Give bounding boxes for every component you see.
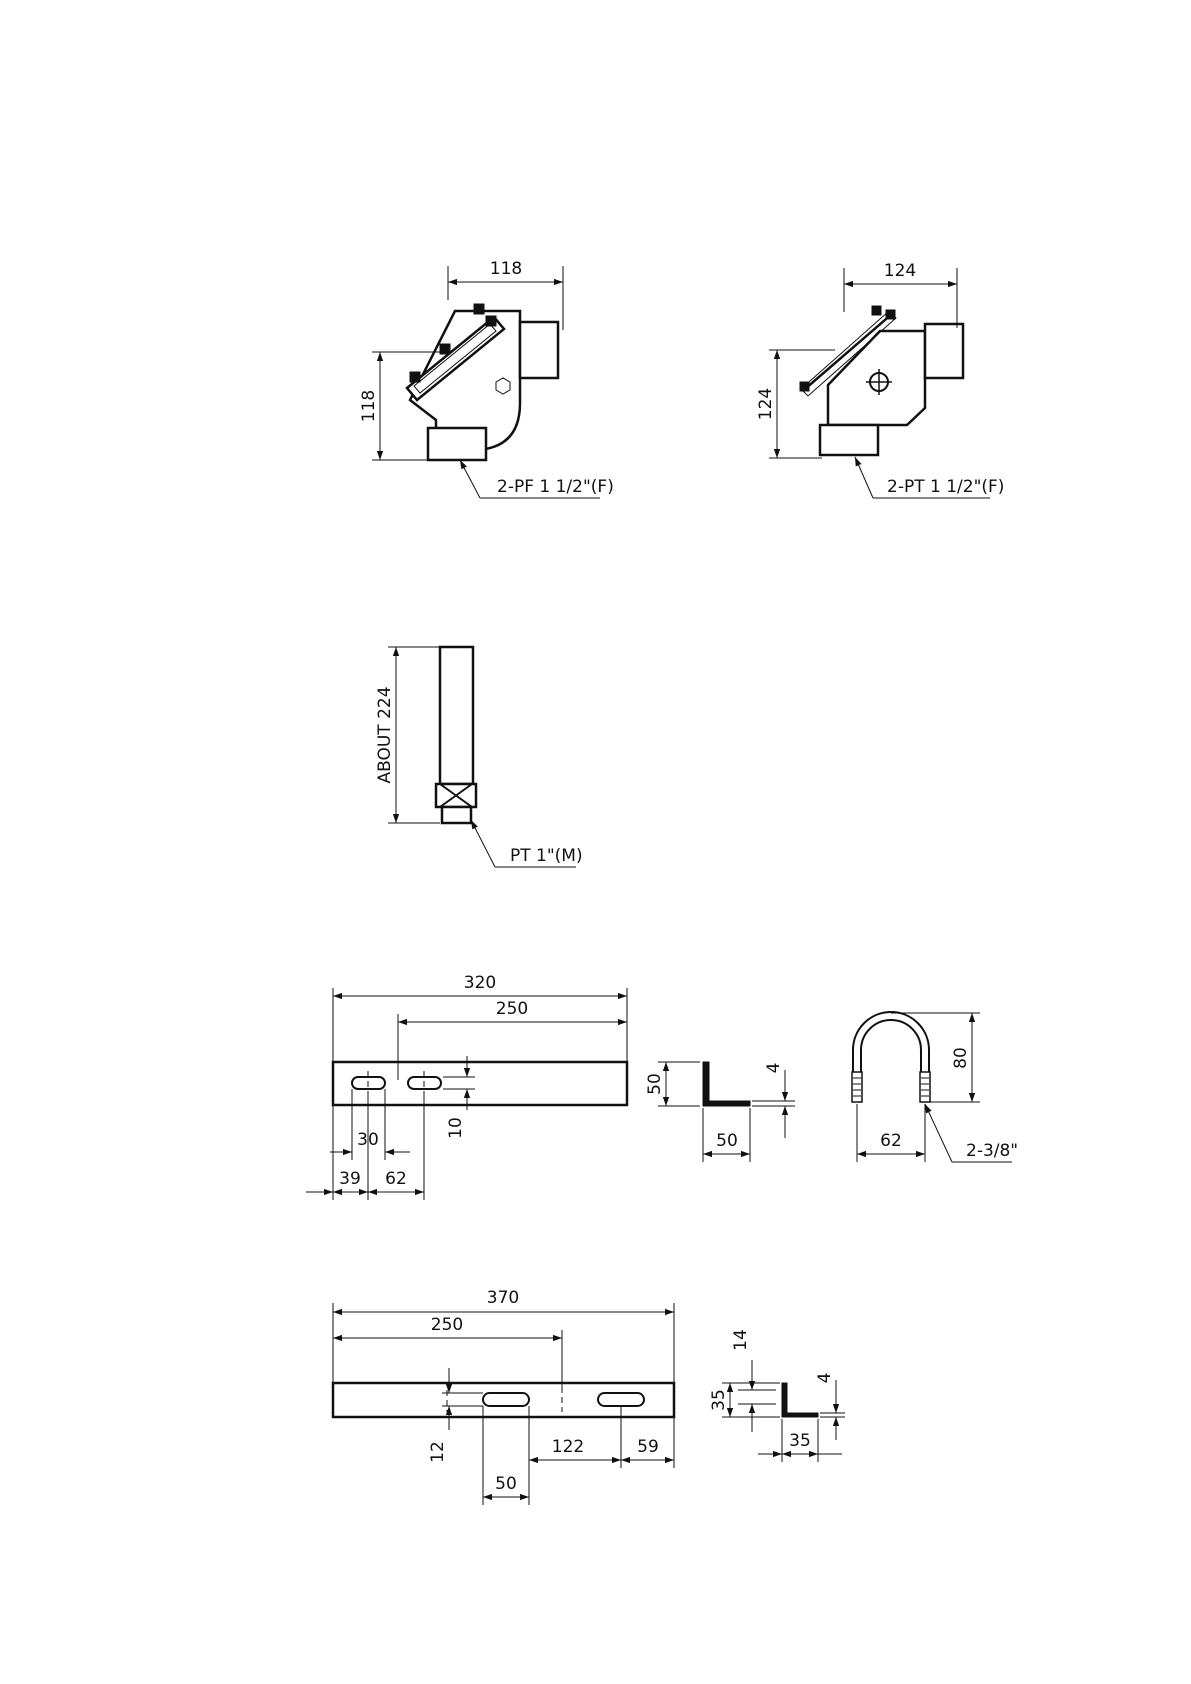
pf-box-body	[407, 304, 558, 460]
ubolt-callout: 2-3/8"	[925, 1104, 1018, 1162]
angle-a-thickness-dimension: 4	[752, 1063, 795, 1138]
angle-b-base-label: 35	[789, 1431, 811, 1451]
angle-b-thickness-label: 4	[815, 1373, 835, 1384]
bracket-a-offset-label: 10	[446, 1117, 466, 1139]
angle-a-base-dimension: 50	[703, 1108, 750, 1162]
pt-width-dimension: 124	[844, 261, 957, 328]
bracket-b-edge-label: 59	[637, 1437, 659, 1457]
angle-b-leg-label: 35	[709, 1389, 729, 1411]
bracket-a-overall-label: 320	[464, 973, 496, 993]
pipe-length-label: ABOUT 224	[375, 686, 395, 783]
bracket-b-overall-label: 370	[487, 1288, 519, 1308]
angle-b-thickness-dimension: 4	[815, 1373, 845, 1440]
pt-height-label: 124	[756, 388, 776, 420]
ubolt-width-dimension: 62	[857, 1104, 925, 1162]
ubolt-width-label: 62	[880, 1131, 902, 1151]
bracket-b-pitch-label: 122	[552, 1437, 584, 1457]
pipe-figure: ABOUT 224 PT 1"(M)	[375, 647, 583, 867]
bracket-b-span-dimension: 250	[333, 1315, 562, 1387]
pf-callout: 2-PF 1 1/2"(F)	[460, 460, 614, 498]
pf-junction-box-figure: 118 118 2-PF 1 1/2"(F)	[359, 259, 614, 498]
angle-a-leg-dimension: 50	[645, 1062, 700, 1106]
pf-callout-label: 2-PF 1 1/2"(F)	[497, 477, 614, 497]
angle-a-thickness-label: 4	[764, 1063, 784, 1074]
pipe-callout-label: PT 1"(M)	[510, 846, 583, 866]
angle-b-gap-label: 14	[731, 1329, 751, 1351]
ubolt-body	[852, 1016, 930, 1102]
ubolt-callout-label: 2-3/8"	[966, 1141, 1018, 1161]
pt-width-label: 124	[884, 261, 916, 281]
bracket-a-plate	[333, 1062, 627, 1105]
bracket-a-span-label: 250	[496, 999, 528, 1019]
bracket-a-figure: 320 250 10 30 39 6	[306, 973, 627, 1200]
bracket-a-overall-dimension: 320	[333, 973, 627, 1062]
bracket-b-slot-dimension: 50	[483, 1406, 529, 1505]
pt-callout: 2-PT 1 1/2"(F)	[855, 457, 1004, 498]
bracket-b-span-label: 250	[431, 1315, 463, 1335]
angle-a-leg-label: 50	[645, 1073, 665, 1095]
bracket-a-pitch-label: 62	[385, 1169, 407, 1189]
ubolt-figure: 80 62 2-3/8"	[852, 1013, 1018, 1162]
pipe-body	[436, 647, 476, 823]
pf-width-label: 118	[490, 259, 522, 279]
pipe-length-dimension: ABOUT 224	[375, 647, 440, 823]
bracket-a-edge-label: 39	[339, 1169, 361, 1189]
pipe-callout: PT 1"(M)	[471, 820, 583, 867]
pf-height-label: 118	[359, 390, 379, 422]
angle-a-base-label: 50	[716, 1131, 738, 1151]
bracket-b-slot-label: 50	[495, 1474, 517, 1494]
angle-b-base-dimension: 35	[758, 1419, 842, 1462]
angle-a-figure: 50 50 4	[645, 1062, 795, 1162]
bracket-b-offset-label: 12	[428, 1441, 448, 1463]
bracket-b-overall-dimension: 370	[333, 1288, 674, 1383]
ubolt-height-dimension: 80	[891, 1013, 980, 1102]
ubolt-height-label: 80	[951, 1047, 971, 1069]
pt-callout-label: 2-PT 1 1/2"(F)	[887, 477, 1004, 497]
angle-b-figure: 35 14 4 35	[709, 1329, 845, 1462]
pt-junction-box-figure: 124 124 2-PT 1 1/2"(F)	[756, 261, 1004, 498]
angle-b-leg-dimension: 35	[709, 1383, 780, 1417]
pt-box-body	[800, 306, 963, 455]
bracket-b-figure: 370 250 12 122 59 50	[333, 1288, 674, 1505]
bracket-b-plate	[333, 1383, 674, 1417]
